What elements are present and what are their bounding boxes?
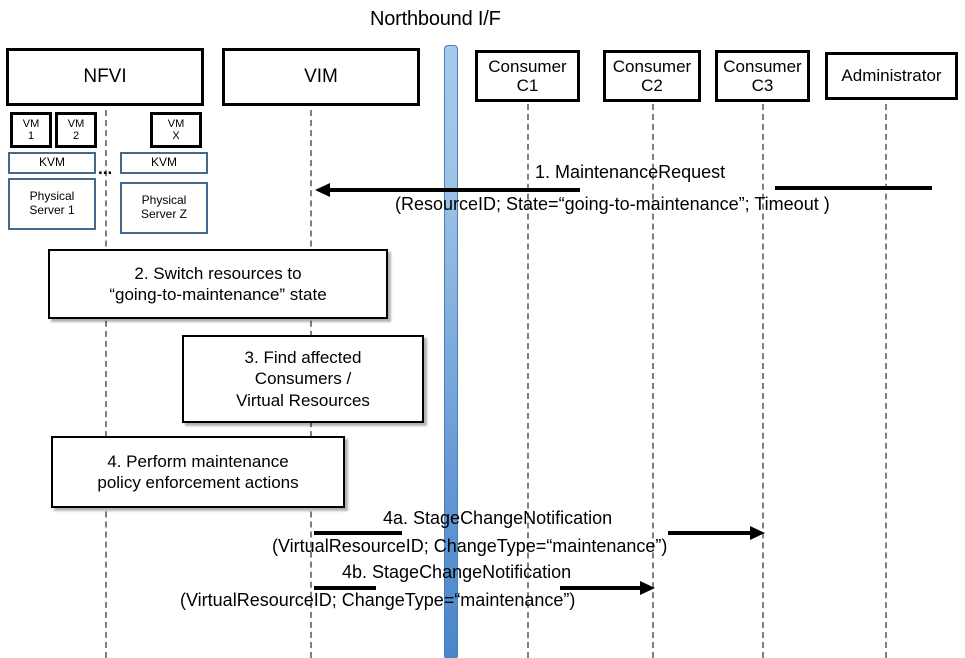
message-4b-arrow-line-right: [560, 586, 640, 590]
actor-label-nfvi: NFVI: [83, 66, 127, 88]
ellipsis-separator: ...: [98, 159, 113, 178]
step-box-3-line2: Consumers /: [254, 369, 352, 389]
message-4b-arrow-line-left: [314, 586, 376, 590]
actor-box-consumer-c1[interactable]: Consumer C1: [475, 50, 580, 102]
message-1-header: 1. MaintenanceRequest: [535, 162, 726, 182]
actor-label-consumer-c2-line2: C2: [641, 76, 663, 95]
message-4b-header: 4b. StageChangeNotification: [342, 562, 572, 582]
message-4b-arrowhead-icon: [640, 581, 655, 595]
message-4a-arrowhead-icon: [750, 526, 765, 540]
physical-server-z-box[interactable]: Physical Server Z: [120, 182, 208, 234]
physical-server-z-label-line2: Server Z: [140, 207, 187, 221]
message-4a-params: (VirtualResourceID; ChangeType=“maintena…: [272, 536, 668, 556]
vm-box-x-label-line2: X: [172, 130, 180, 142]
message-4a-arrow-line-left: [314, 531, 402, 535]
vm-box-x[interactable]: VM X: [150, 112, 202, 148]
vm-box-2[interactable]: VM 2: [55, 112, 97, 148]
actor-box-consumer-c3[interactable]: Consumer C3: [715, 50, 810, 102]
actor-box-vim[interactable]: VIM: [222, 48, 420, 106]
kvm-box-left-label: KVM: [38, 155, 65, 170]
lifeline-consumer-c1: [527, 104, 529, 658]
vm-box-1[interactable]: VM 1: [10, 112, 52, 148]
lifeline-administrator: [885, 104, 887, 658]
actor-box-nfvi[interactable]: NFVI: [6, 48, 204, 106]
message-1-arrow-line-left: [330, 188, 580, 192]
message-1-arrow-line-right: [775, 186, 932, 190]
vm-box-2-label-line1: VM: [67, 117, 85, 130]
actor-box-administrator[interactable]: Administrator: [825, 52, 958, 100]
actor-label-consumer-c1-line2: C1: [516, 76, 539, 95]
step-box-3[interactable]: 3. Find affected Consumers / Virtual Res…: [182, 335, 424, 423]
step-box-3-line1: 3. Find affected: [244, 348, 362, 368]
step-box-4-line2: policy enforcement actions: [97, 473, 299, 492]
message-4a-arrow-line-right: [668, 531, 750, 535]
lifeline-nfvi: [105, 110, 107, 658]
step-box-2-line1: 2. Switch resources to: [134, 263, 302, 283]
actor-label-vim: VIM: [304, 66, 338, 88]
message-4a-header: 4a. StageChangeNotification: [383, 508, 613, 528]
vm-box-1-label-line2: 1: [27, 130, 35, 142]
actor-label-consumer-c1-line1: Consumer: [488, 56, 567, 76]
step-box-3-line3: Virtual Resources: [236, 390, 370, 410]
lifeline-consumer-c3: [762, 104, 764, 658]
physical-server-z-label-line1: Physical: [141, 193, 187, 208]
physical-server-1-box[interactable]: Physical Server 1: [8, 178, 96, 230]
step-box-2[interactable]: 2. Switch resources to “going-to-mainten…: [48, 249, 388, 319]
actor-label-consumer-c3-line2: C3: [751, 76, 774, 95]
kvm-box-left[interactable]: KVM: [8, 152, 96, 174]
step-box-2-line2: “going-to-maintenance” state: [109, 285, 327, 304]
physical-server-1-label-line1: Physical: [29, 189, 75, 204]
lifeline-consumer-c2: [652, 104, 654, 658]
actor-label-consumer-c2-line1: Consumer: [612, 56, 692, 76]
step-box-4-line1: 4. Perform maintenance: [107, 451, 289, 471]
actor-label-consumer-c3-line1: Consumer: [723, 56, 802, 76]
northbound-if-title: Northbound I/F: [370, 8, 501, 30]
message-1-params: (ResourceID; State=“going-to-maintenance…: [395, 194, 830, 214]
kvm-box-right-label: KVM: [150, 155, 177, 170]
vm-box-1-label-line1: VM: [22, 117, 40, 130]
vm-box-x-label-line1: VM: [167, 117, 185, 130]
message-4b-params: (VirtualResourceID; ChangeType=“maintena…: [180, 590, 576, 610]
actor-box-consumer-c2[interactable]: Consumer C2: [603, 50, 701, 102]
step-box-4[interactable]: 4. Perform maintenance policy enforcemen…: [51, 436, 345, 508]
actor-label-administrator: Administrator: [841, 66, 942, 86]
vm-box-2-label-line2: 2: [72, 130, 80, 142]
kvm-box-right[interactable]: KVM: [120, 152, 208, 174]
message-1-arrowhead-icon: [315, 183, 330, 197]
physical-server-1-label-line2: Server 1: [29, 203, 75, 217]
